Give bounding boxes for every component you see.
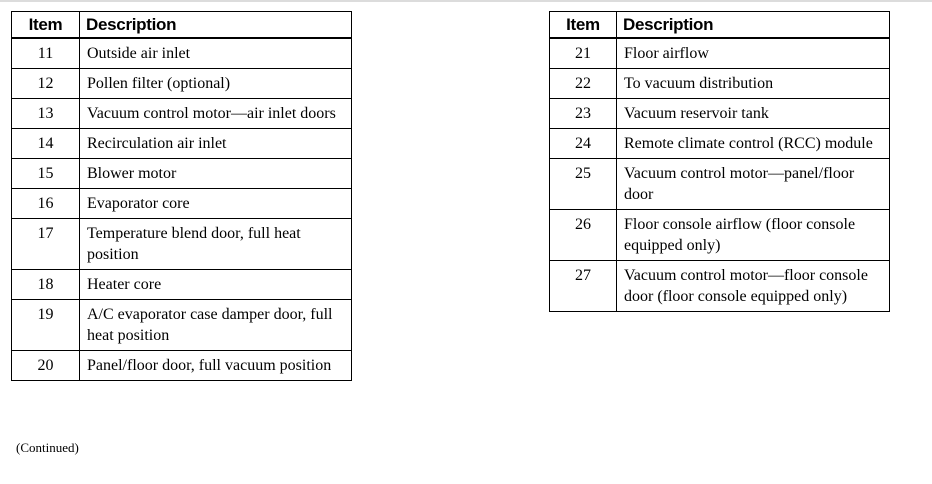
table-body-left: 11 Outside air inlet 12 Pollen filter (o…	[11, 37, 352, 381]
item-description: To vacuum distribution	[616, 68, 890, 99]
table-header-row: Item Description	[549, 11, 890, 39]
table-row: 15 Blower motor	[11, 158, 352, 189]
item-number: 23	[549, 98, 617, 129]
table-row: 20 Panel/floor door, full vacuum positio…	[11, 350, 352, 381]
table-row: 27 Vacuum control motor—floor console do…	[549, 260, 890, 312]
table-row: 21 Floor airflow	[549, 37, 890, 69]
item-number: 25	[549, 158, 617, 210]
item-description: Evaporator core	[79, 188, 352, 219]
item-number: 27	[549, 260, 617, 312]
description-column-header: Description	[616, 11, 890, 39]
item-description: Outside air inlet	[79, 37, 352, 69]
item-column-header: Item	[549, 11, 617, 39]
item-table-left: Item Description 11 Outside air inlet 12…	[11, 11, 352, 381]
item-description: Panel/floor door, full vacuum position	[79, 350, 352, 381]
table-row: 26 Floor console airflow (floor console …	[549, 209, 890, 261]
table-header-row: Item Description	[11, 11, 352, 39]
table-row: 12 Pollen filter (optional)	[11, 68, 352, 99]
item-column-header: Item	[11, 11, 80, 39]
item-number: 17	[11, 218, 80, 270]
item-description: Pollen filter (optional)	[79, 68, 352, 99]
item-description: Vacuum control motor—floor console door …	[616, 260, 890, 312]
item-number: 18	[11, 269, 80, 300]
table-row: 11 Outside air inlet	[11, 37, 352, 69]
item-description: Heater core	[79, 269, 352, 300]
item-number: 12	[11, 68, 80, 99]
item-number: 16	[11, 188, 80, 219]
item-number: 11	[11, 37, 80, 69]
table-row: 19 A/C evaporator case damper door, full…	[11, 299, 352, 351]
item-description: Vacuum reservoir tank	[616, 98, 890, 129]
item-description: Blower motor	[79, 158, 352, 189]
item-number: 13	[11, 98, 80, 129]
description-column-header: Description	[79, 11, 352, 39]
table-row: 13 Vacuum control motor—air inlet doors	[11, 98, 352, 129]
table-row: 25 Vacuum control motor—panel/floor door	[549, 158, 890, 210]
item-number: 22	[549, 68, 617, 99]
item-description: Vacuum control motor—panel/floor door	[616, 158, 890, 210]
table-row: 22 To vacuum distribution	[549, 68, 890, 99]
table-row: 18 Heater core	[11, 269, 352, 300]
table-row: 14 Recirculation air inlet	[11, 128, 352, 159]
item-number: 14	[11, 128, 80, 159]
item-description: Recirculation air inlet	[79, 128, 352, 159]
item-number: 15	[11, 158, 80, 189]
item-description: Remote climate control (RCC) module	[616, 128, 890, 159]
table-row: 24 Remote climate control (RCC) module	[549, 128, 890, 159]
item-description: Temperature blend door, full heat positi…	[79, 218, 352, 270]
item-number: 24	[549, 128, 617, 159]
item-table-right: Item Description 21 Floor airflow 22 To …	[549, 11, 890, 312]
item-description: Floor airflow	[616, 37, 890, 69]
table-row: 23 Vacuum reservoir tank	[549, 98, 890, 129]
item-number: 19	[11, 299, 80, 351]
page-top-rule	[0, 0, 932, 2]
item-number: 20	[11, 350, 80, 381]
table-row: 17 Temperature blend door, full heat pos…	[11, 218, 352, 270]
item-description: Floor console airflow (floor console equ…	[616, 209, 890, 261]
item-number: 21	[549, 37, 617, 69]
table-row: 16 Evaporator core	[11, 188, 352, 219]
item-number: 26	[549, 209, 617, 261]
continued-note: (Continued)	[16, 440, 79, 455]
item-description: A/C evaporator case damper door, full he…	[79, 299, 352, 351]
item-description: Vacuum control motor—air inlet doors	[79, 98, 352, 129]
table-body-right: 21 Floor airflow 22 To vacuum distributi…	[549, 37, 890, 312]
